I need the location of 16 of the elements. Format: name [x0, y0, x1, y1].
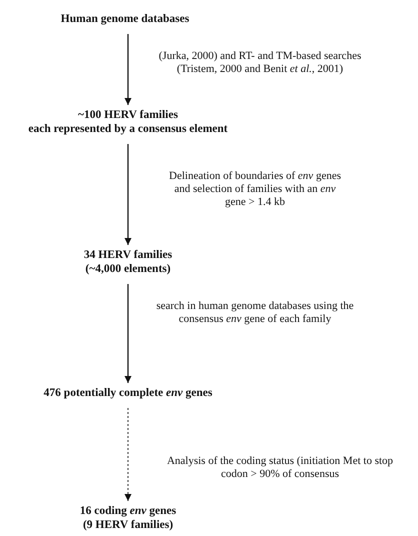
step-text: 34 HERV families: [84, 248, 172, 262]
arrow: [124, 284, 132, 383]
edge-label: Analysis of the coding status (initiation Met to stop codon > 90% of consensus: [166, 455, 394, 481]
step-text: Human genome databases: [60, 12, 190, 26]
arrow: [124, 34, 132, 105]
edge-label: search in human genome databases using the consensus env gene of each family: [155, 300, 355, 326]
arrow: [124, 144, 132, 245]
edge-label: (Jurka, 2000) and RT- and TM-based searches (Tristem, 2000 and Benit et al., 2001): [158, 50, 362, 76]
step-text: 16 coding env genes: [80, 504, 176, 518]
step-text: 476 potentially complete env genes: [44, 386, 212, 400]
step-text: (~4,000 elements): [85, 262, 171, 276]
step-text: each represented by a consensus element: [28, 122, 228, 136]
edge-label: Delineation of boundaries of env genes and selection of families with an env gene > 1.4 kb: [168, 170, 342, 209]
step-text: (9 HERV families): [82, 518, 174, 532]
step-text: ~100 HERV families: [78, 108, 178, 122]
arrow: [124, 408, 132, 501]
